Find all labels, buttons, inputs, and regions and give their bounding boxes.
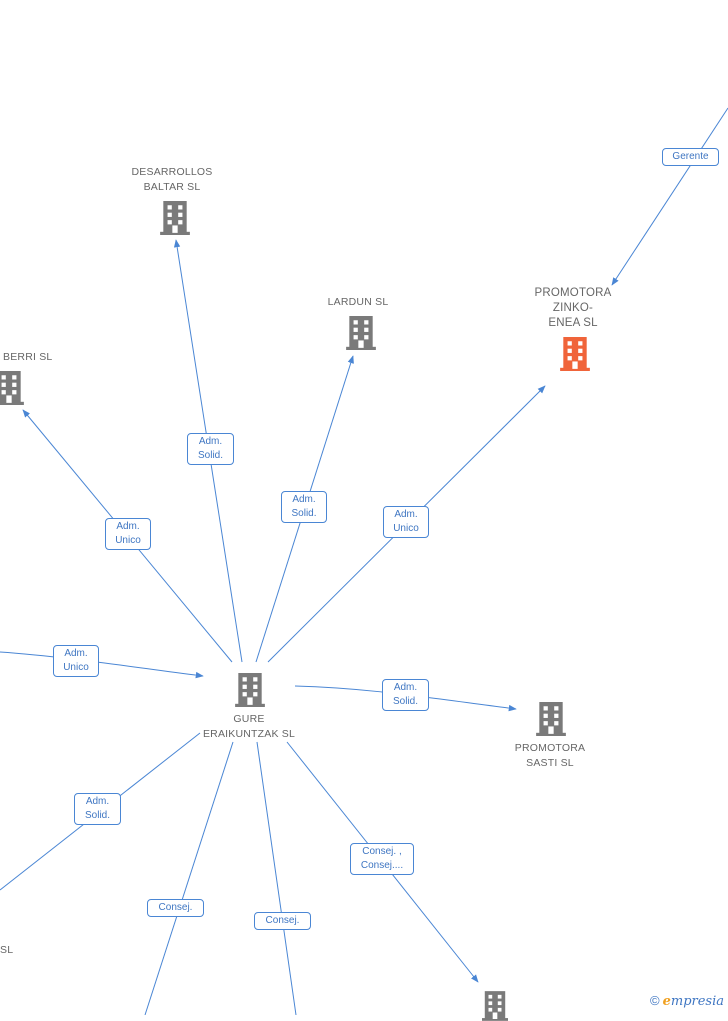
edge-left-in: [0, 651, 204, 679]
edge-label-gerente[interactable]: Gerente: [662, 148, 719, 166]
copyright-symbol: ©: [650, 993, 660, 1008]
node-label-desarrollos[interactable]: DESARROLLOS BALTAR SL: [131, 166, 213, 193]
edge-consej-b: [256, 741, 297, 1015]
edge-label-lardun[interactable]: Adm. Solid.: [281, 491, 327, 523]
node-label-promotora-zinko[interactable]: PROMOTORA ZINKO- ENEA SL: [534, 287, 612, 329]
lardun-building-icon[interactable]: [346, 316, 376, 350]
empresia-logo: ©empresia: [650, 993, 725, 1009]
node-label-gure[interactable]: GURE ERAIKUNTZAK SL: [202, 713, 296, 740]
edge-label-zinko[interactable]: Adm. Unico: [383, 506, 429, 538]
berri-building-icon[interactable]: [0, 371, 24, 405]
node-label-sl-left[interactable]: SL: [0, 944, 14, 956]
promotora-sasti-building-icon[interactable]: [536, 702, 566, 736]
desarrollos-building-icon[interactable]: [160, 201, 190, 235]
edge-label-consej-c[interactable]: Consej. , Consej....: [350, 843, 414, 875]
edge-label-sasti[interactable]: Adm. Solid.: [382, 679, 429, 711]
gure-building-icon[interactable]: [235, 673, 265, 707]
edge-label-consej-b[interactable]: Consej.: [254, 912, 311, 930]
promotora-zinko-building-icon[interactable]: [559, 337, 591, 371]
edge-label-desarrollos[interactable]: Adm. Solid.: [187, 433, 234, 465]
edge-label-berri[interactable]: Adm. Unico: [105, 518, 151, 550]
node-label-berri[interactable]: BERRI SL: [3, 351, 53, 363]
bottom-building-icon[interactable]: [482, 991, 508, 1021]
edge-label-left-in[interactable]: Adm. Unico: [53, 645, 99, 677]
edge-label-lower-left[interactable]: Adm. Solid.: [74, 793, 121, 825]
node-label-promotora-sasti[interactable]: PROMOTORA SASTI SL: [514, 742, 586, 769]
edge-label-consej-a[interactable]: Consej.: [147, 899, 204, 917]
node-label-lardun[interactable]: LARDUN SL: [327, 296, 389, 308]
edge-gerente: [611, 107, 728, 286]
edge-consej-a: [144, 741, 234, 1015]
